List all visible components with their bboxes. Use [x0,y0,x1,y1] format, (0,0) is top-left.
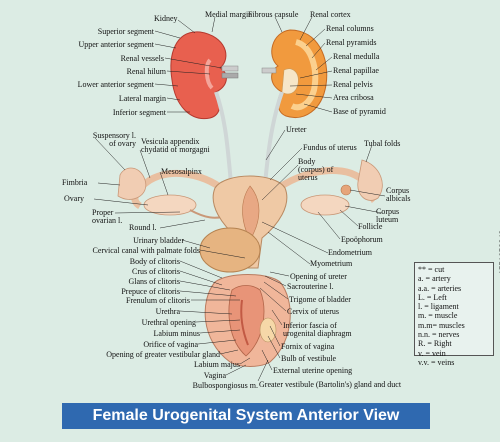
label-prepuce-of-clitoris: Prepuce of clitoris [121,287,180,296]
left-kidney [170,31,239,120]
abbreviation-legend: ** = cut a. = artery a.a. = arteries L. … [414,262,494,367]
label-ovary: Ovary [64,194,84,203]
label-corpus-luteum-1: Corpus [376,207,400,216]
legend-entry: l. = ligament [418,302,459,312]
label-proper-ovarian-1: Proper [92,208,114,217]
label-inferior-fascia-1: Inferior fascia of [283,321,337,330]
label-external-uterine-opening: External uterine opening [273,366,353,375]
label-opening-of-ureter: Opening of ureter [290,272,347,281]
label-corpus-luteum-2: luteum [376,215,399,224]
legend-entry: m.m= muscles [418,320,465,330]
label-renal-pyramids: Renal pyramids [326,38,377,47]
label-renal-pelvis: Renal pelvis [333,80,373,89]
legend-entry: L. = Left [418,292,447,302]
label-renal-columns: Renal columns [326,24,374,33]
label-fornix-of-vagina: Fornix of vagina [281,342,335,351]
label-corpus-albicals-2: albicals [386,194,411,203]
label-urethral-opening: Urethral opening [141,318,196,327]
label-body-of-uterus-3: uterus [298,173,318,182]
label-greater-vestibule: Greater vestibule (Bartolin's) gland and… [259,380,402,389]
label-fundus-of-uterus: Fundus of uterus [303,143,357,152]
label-renal-vessels: Renal vessels [120,54,164,63]
label-labium-majus: Labium majus [194,360,240,369]
legend-entry: v.v. = veins [418,357,455,367]
label-area-cribosa: Area cribosa [333,93,374,102]
label-renal-medulla: Renal medulla [333,52,380,61]
label-renal-cortex: Renal cortex [310,10,351,19]
leader-lines [93,16,386,382]
label-lateral-margin: Lateral margin [118,94,166,103]
label-superior-segment: Superior segment [97,27,154,36]
label-frenulum-of-clitoris: Frenulum of clitoris [126,296,190,305]
label-urethra: Urethra [155,307,180,316]
legend-entry: a. = artery [418,274,451,284]
label-urinary-bladder: Urinary bladder [133,236,184,245]
urinary-bladder [199,227,261,273]
label-vesicula-2: chydatid of morgagni [141,145,210,154]
label-follicle: Follicle [358,222,383,231]
label-renal-papillae: Renal papillae [333,66,379,75]
label-inferior-segment: Inferior segment [112,108,166,117]
legend-entry: v. = vein [418,348,446,358]
label-suspensory-1: Suspensory l. [92,131,136,140]
label-ureter: Ureter [286,125,307,134]
label-trigome-of-bladder: Trigome of bladder [289,295,351,304]
label-glans-of-clitoris: Glans of clitoris [128,277,180,286]
label-crus-of-clitoris: Crus of clitoris [132,267,180,276]
label-suspensory-2: of ovary [109,139,136,148]
title-banner: Female Urogenital System Anterior View [62,403,430,429]
legend-entry: m. = muscle [418,311,458,321]
label-tubal-folds: Tubal folds [364,139,401,148]
label-body-of-clitoris: Body of clitoris [129,257,180,266]
label-corpus-albicals-1: Corpus [386,186,410,195]
label-bulb-of-vestibule: Bulb of vestibule [281,354,337,363]
label-mesosalpinx: Mesosalpinx [161,167,202,176]
label-proper-ovarian-2: ovarian l. [92,216,123,225]
label-vagina: Vagina [203,371,226,380]
uterus [212,175,288,269]
label-cervical-canal: Cervical canal with palmate folds [92,246,200,255]
right-kidney-section [261,29,328,118]
label-body-of-uterus-2: (corpus) of [298,165,334,174]
legend-entry: a.a. = arteries [418,283,462,293]
label-medial-margin: Medial margin [205,10,253,19]
legend-entry: n.n. = nerves [418,330,460,340]
label-inferior-fascia-2: urogenital diaphragm [283,329,352,338]
label-renal-hilum: Renal hilum [126,67,166,76]
label-round-l: Round l. [129,223,157,232]
label-body-of-uterus-1: Body [298,157,316,166]
label-lower-anterior-segment: Lower anterior segment [77,80,154,89]
label-sacrouterine: Sacrouterine l. [287,282,334,291]
label-kidney: Kidney [154,14,178,23]
label-fibrous-capsule: Fibrous capsule [248,10,299,19]
label-endometrium: Endometrium [328,248,372,257]
label-fimbria: Fimbria [62,178,88,187]
label-upper-anterior-segment: Upper anterior segment [78,40,154,49]
label-bulbospongiosus: Bulbospongiosus m. [192,381,258,390]
label-orifice-of-vagina: Orifice of vagina [143,340,198,349]
label-labium-minus: Labium minus [153,329,200,338]
label-vesicula-1: Vesicula appendix [141,137,200,146]
legend-entry: R. = Right [418,339,452,349]
label-opening-greater-vestibular: Opening of greater vestibular gland [106,350,220,359]
left-uterine-tube [117,167,233,219]
legend-entry: ** = cut [418,265,445,274]
vulva-region [204,274,291,367]
label-cervix-of-uterus: Cervix of uterus [287,307,339,316]
label-epoophoron: Epoöphorum [341,235,383,244]
label-myometrium: Myometrium [310,259,353,268]
label-base-of-pyramid: Base of pyramid [333,107,386,116]
right-uterine-tube [267,159,383,216]
